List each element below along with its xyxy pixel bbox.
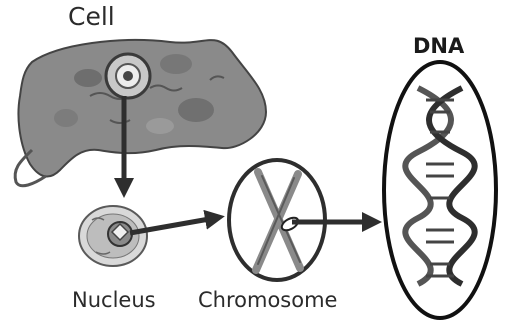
nucleus-illustration [79,206,147,266]
nucleus-label: Nucleus [72,288,156,312]
chromosome-label: Chromosome [198,288,337,312]
cell-label: Cell [68,2,115,31]
dna-label: DNA [413,34,464,58]
dna-illustration [384,62,496,318]
cell-nucleus-illustration [106,54,150,98]
